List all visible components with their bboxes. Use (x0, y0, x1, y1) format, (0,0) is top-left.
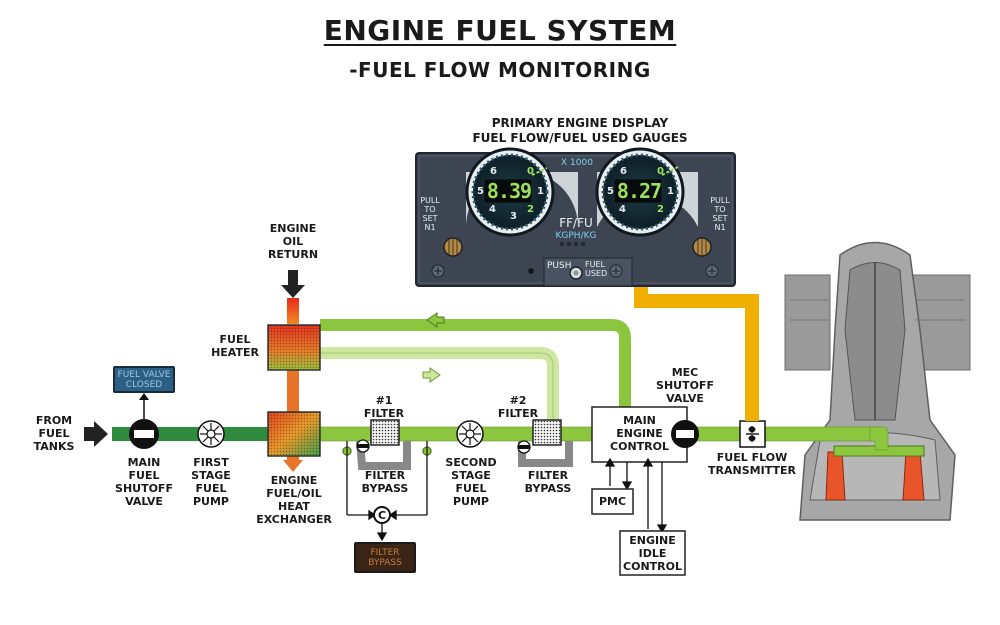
filter-1-label: #1 FILTER (363, 394, 405, 420)
main-fuel-shutoff-valve-label: MAIN FUEL SHUTOFF VALVE (115, 456, 173, 508)
dial-number: 6 (490, 166, 497, 177)
filter-2-label: #2 FILTER (497, 394, 539, 420)
dial-number: 4 (619, 204, 626, 215)
fuel-used-push-button[interactable] (569, 266, 583, 280)
panel-screw-icons (431, 264, 719, 278)
dial-number: 1 (667, 186, 674, 197)
filter-bypass-1-label: FILTER BYPASS (361, 469, 409, 495)
filter-2-icon (517, 419, 573, 467)
pull-to-set-knob-left[interactable] (443, 237, 463, 257)
bypass-switch-icon: C (373, 506, 391, 524)
engine-illustration (784, 241, 971, 521)
units-label: KGPH/KG (555, 231, 597, 241)
second-stage-pump-icon (456, 420, 484, 448)
filter-bypass-2-label: FILTER BYPASS (524, 469, 572, 495)
second-stage-pump-label: SECOND STAGE FUEL PUMP (445, 456, 497, 508)
flow-arrow-left (426, 312, 445, 328)
fuel-flow-transmitter-label: FUEL FLOW TRANSMITTER (708, 451, 796, 477)
dial-number: 0 (657, 166, 664, 177)
dial-number: 6 (620, 166, 627, 177)
dial-number: 4 (489, 204, 496, 215)
dial-number: 2 (527, 204, 534, 215)
dial-number: 0 (527, 166, 534, 177)
indicator-dots (560, 242, 585, 246)
pmc-box (591, 488, 634, 515)
push-label: PUSH (547, 261, 572, 271)
engine-oil-return-label: ENGINE OIL RETURN (267, 222, 319, 261)
mec-shutoff-valve-label: MEC SHUTOFF VALVE (656, 366, 714, 405)
dial-number: 5 (607, 186, 614, 197)
gauge-right-readout: 8.27 (616, 179, 662, 203)
fuel-flow-gauge (465, 147, 578, 237)
fuel-inlet-arrow-icon (84, 421, 108, 447)
display-header: PRIMARY ENGINE DISPLAY FUEL FLOW/FUEL US… (472, 116, 688, 145)
dial-number: 3 (510, 211, 517, 222)
filter-bypass-light-text: FILTER BYPASS (368, 547, 402, 568)
first-stage-pump-icon (197, 420, 225, 448)
engine-idle-control-label: ENGINE IDLE CONTROL (623, 534, 682, 573)
pmc-label: PMC (598, 495, 627, 508)
fuel-heater-label: FUEL HEATER (211, 333, 259, 359)
page-title: ENGINE FUEL SYSTEM (323, 14, 677, 47)
fuel-used-label: FUEL USED (585, 260, 608, 278)
from-fuel-tanks-label: FROM FUEL TANKS (33, 414, 75, 453)
ff-fu-label: FF/FU (559, 216, 593, 230)
scale-note: X 1000 (561, 158, 593, 168)
fuel-line-outlet (686, 426, 878, 442)
fuel-flow-transmitter-icon (739, 420, 766, 448)
dial-number: 5 (477, 186, 484, 197)
fuel-valve-closed-light: FUEL VALVE CLOSED (113, 366, 175, 393)
engine-idle-control-box (619, 530, 686, 576)
main-engine-control-label: MAIN ENGINE CONTROL (610, 414, 669, 453)
svg-text:C: C (378, 509, 386, 522)
gauge-left-readout: 8.39 (486, 179, 532, 203)
control-connections (604, 457, 668, 534)
pull-to-set-right: PULL TO SET N1 (710, 196, 730, 232)
dial-number: 1 (537, 186, 544, 197)
filter-1-icon (356, 419, 411, 470)
dial-number: 2 (657, 204, 664, 215)
primary-engine-display (415, 147, 736, 287)
filter-bypass-circuit (342, 441, 432, 542)
mec-shutoff-valve-icon (671, 420, 699, 448)
first-stage-fuel-pump-label: FIRST STAGE FUEL PUMP (191, 456, 231, 508)
filter-bypass-light: FILTER BYPASS (354, 542, 416, 573)
fuel-heater-return-line (320, 319, 631, 407)
pull-to-set-left: PULL TO SET N1 (420, 196, 440, 232)
main-fuel-shutoff-valve-icon (129, 393, 159, 449)
heat-exchanger-label: ENGINE FUEL/OIL HEAT EXCHANGER (256, 474, 332, 526)
fuel-valve-closed-text: FUEL VALVE CLOSED (117, 369, 171, 390)
page-subtitle: -FUEL FLOW MONITORING (349, 58, 651, 82)
pull-to-set-knob-right[interactable] (692, 237, 712, 257)
fuel-used-gauge (595, 147, 698, 237)
flow-arrow-right (422, 367, 441, 383)
